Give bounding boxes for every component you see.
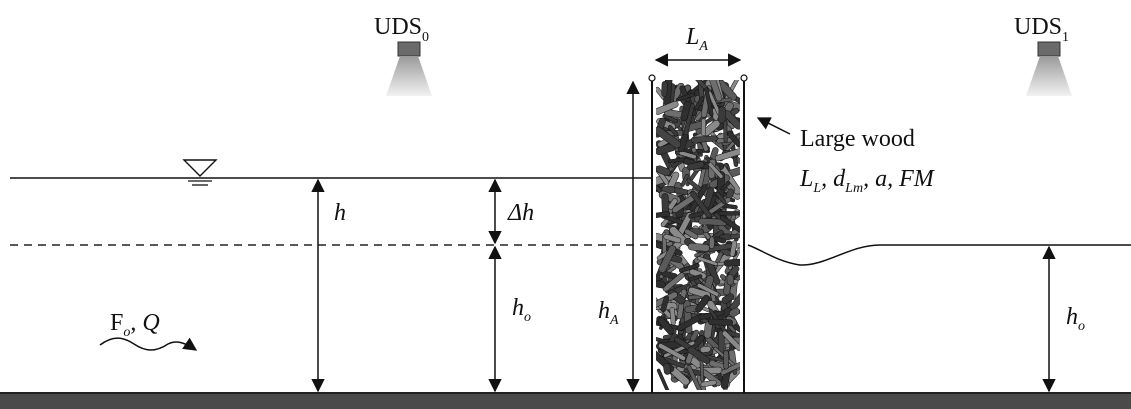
wood-piece — [679, 263, 700, 273]
wood-piece — [720, 360, 740, 376]
wood-piece — [669, 307, 676, 326]
wood-piece — [671, 192, 699, 213]
backwater-rise-dimension: Δh — [488, 178, 534, 245]
sensor-uds1: UDS1 — [1014, 14, 1072, 96]
wood-piece — [663, 233, 682, 244]
wood-piece — [680, 173, 689, 187]
wood-piece — [660, 295, 670, 313]
sensor-uds0-label: UDS0 — [374, 14, 429, 45]
wood-piece — [723, 350, 729, 370]
accumulation-length-dimension: LA — [654, 24, 742, 67]
upstream-depth-dimension: h — [311, 178, 346, 393]
sensor-uds1-label: UDS1 — [1014, 14, 1069, 45]
wood-piece — [690, 135, 718, 143]
accumulation-height-dimension: hA — [598, 80, 640, 393]
wood-piece — [690, 191, 712, 219]
wood-piece — [690, 329, 700, 342]
wood-piece — [715, 191, 727, 205]
wood-piece — [718, 106, 726, 124]
wood-piece — [704, 87, 714, 117]
wood-piece — [729, 307, 740, 318]
channel-bed — [0, 393, 1131, 409]
wood-piece — [678, 150, 697, 160]
wood-piece — [708, 162, 724, 179]
wood-piece — [656, 126, 682, 149]
wood-piece — [684, 228, 699, 240]
wood-piece — [658, 245, 677, 273]
wood-piece — [726, 274, 734, 286]
wood-piece — [695, 294, 710, 313]
wood-piece — [687, 161, 705, 171]
wood-piece — [726, 130, 740, 148]
wood-piece — [697, 256, 718, 266]
wood-piece — [687, 346, 711, 364]
rack — [648, 74, 748, 393]
sensor-uds0: UDS0 — [374, 14, 432, 96]
large-wood-pointer-arrow — [756, 117, 791, 135]
wood-piece — [714, 147, 740, 162]
wood-piece — [723, 258, 740, 267]
downstream-water-surface — [747, 244, 1131, 266]
wood-piece — [700, 379, 717, 388]
wood-piece — [662, 272, 685, 292]
wood-piece — [663, 363, 671, 375]
wood-piece — [699, 345, 712, 353]
water-level-symbol — [182, 159, 218, 186]
wood-piece — [676, 92, 695, 102]
wood-piece — [721, 293, 735, 304]
wood-piece — [668, 124, 679, 137]
wood-piece — [708, 236, 715, 249]
wood-piece — [688, 274, 703, 282]
wood-piece — [729, 240, 738, 257]
flow-direction-arrow — [99, 337, 198, 351]
wood-piece — [708, 318, 733, 326]
upstream-depth-label: h — [334, 200, 346, 226]
backwater-rise-label: Δh — [507, 200, 534, 226]
wood-piece — [657, 317, 674, 335]
wood-piece — [661, 81, 668, 97]
wood-piece — [686, 364, 703, 390]
wood-piece — [721, 330, 740, 351]
wood-accumulation — [656, 80, 740, 390]
flow-label-group: Fo,Q — [99, 310, 198, 351]
wood-piece — [700, 118, 707, 137]
wood-piece — [668, 198, 678, 210]
wood-piece — [719, 215, 740, 237]
wood-piece — [658, 343, 686, 361]
wood-piece — [656, 280, 666, 289]
wood-piece — [656, 211, 671, 219]
wood-piece — [713, 236, 727, 244]
normal-depth-upstream-label: ho — [512, 295, 531, 325]
wood-piece — [656, 165, 671, 176]
wood-piece — [662, 113, 678, 124]
wood-piece — [656, 100, 679, 115]
large-wood-title: Large wood — [800, 126, 915, 152]
wood-piece — [656, 368, 671, 390]
flow-label: Fo,Q — [110, 310, 160, 340]
accumulation-length-label: LA — [685, 24, 708, 54]
wood-piece — [694, 96, 705, 111]
wood-piece — [687, 242, 710, 252]
wood-piece — [680, 101, 691, 121]
wood-piece — [720, 181, 731, 191]
accumulation-height-label: hA — [598, 298, 619, 328]
large-wood-parameters: LL,dLm,a,FM — [799, 166, 936, 196]
normal-depth-upstream-dimension: ho — [488, 245, 531, 393]
wood-piece — [686, 178, 702, 191]
wood-piece — [709, 80, 723, 102]
large-wood-annotation: Large wood LL,dLm,a,FM — [756, 117, 936, 196]
normal-depth-downstream-label: ho — [1066, 304, 1085, 334]
normal-depth-downstream-dimension: ho — [1042, 245, 1085, 393]
